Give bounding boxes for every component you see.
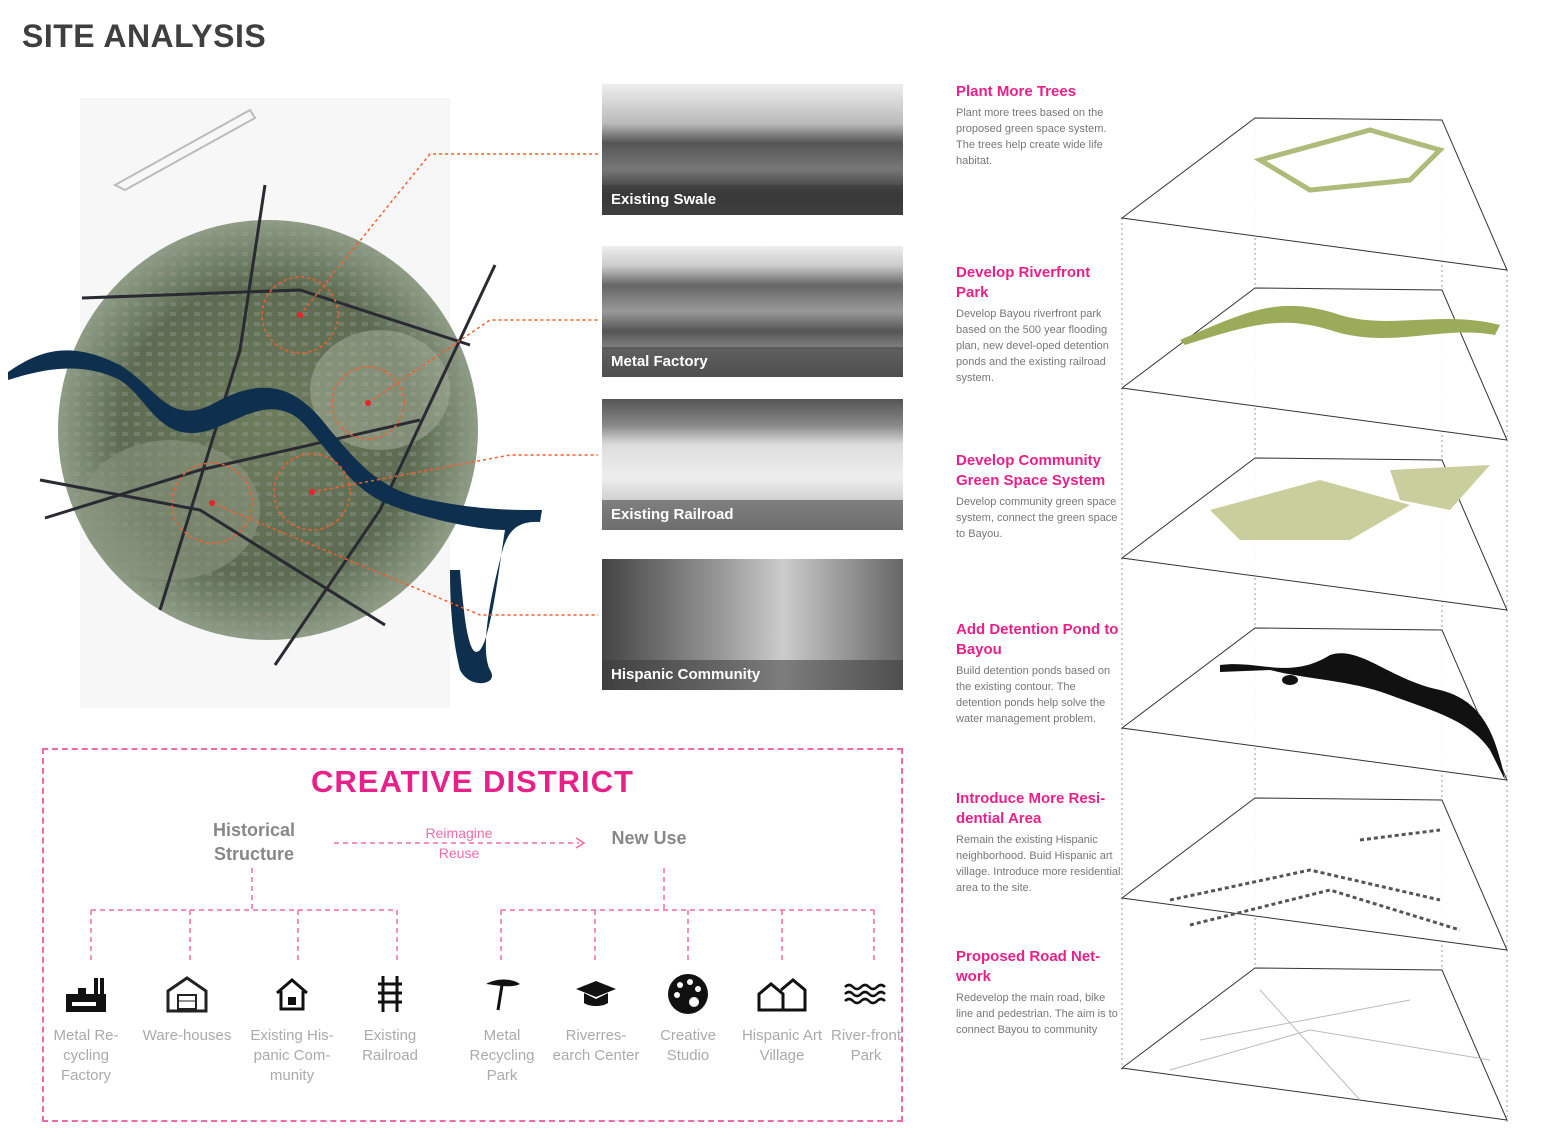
photo-existing-railroad: Existing Railroad <box>602 399 903 530</box>
tree-icon <box>457 970 547 1018</box>
warehouse-icon <box>142 970 232 1018</box>
creative-district-panel: CREATIVE DISTRICT Historical Structure N… <box>42 748 903 1122</box>
site-map <box>8 98 598 708</box>
layer-plane <box>1120 627 1508 781</box>
photo-metal-factory: Metal Factory <box>602 246 903 377</box>
photo-caption: Existing Swale <box>602 185 903 215</box>
step-body: Build detention ponds based on the exist… <box>956 665 1111 725</box>
reuse-label: Reuse <box>438 845 480 861</box>
layer-roads <box>1169 989 1491 1101</box>
item-metal-recycling-factory: Metal Re-cycling Factory <box>41 970 131 1086</box>
item-hispanic-community: Existing His-panic Com-munity <box>247 970 337 1086</box>
photo-hispanic-community: Hispanic Community <box>602 559 903 690</box>
item-label: Riverres-earch Center <box>552 1027 640 1064</box>
item-creative-studio: Creative Studio <box>643 970 733 1066</box>
water-icon <box>821 970 911 1018</box>
item-riverfront-park: River-front Park <box>821 970 911 1066</box>
item-label: River-front Park <box>830 1027 901 1064</box>
item-label: Existing His-panic Com-munity <box>250 1027 334 1084</box>
new-use-heading: New Use <box>611 828 687 848</box>
photo-caption: Hispanic Community <box>602 660 903 690</box>
item-existing-railroad: Existing Railroad <box>345 970 435 1066</box>
step-body: Plant more trees based on the proposed g… <box>956 107 1107 167</box>
item-metal-recycling-park: Metal Recycling Park <box>457 970 547 1086</box>
layer-riverfront <box>1180 305 1500 345</box>
step-body: Remain the existing Hispanic neighborhoo… <box>956 834 1121 894</box>
layer-residential <box>1169 828 1461 932</box>
item-label: Ware-houses <box>142 1027 232 1044</box>
reimagine-label: Reimagine <box>425 825 493 841</box>
item-river-research-center: Riverres-earch Center <box>551 970 641 1066</box>
layer-green-space <box>1210 465 1490 540</box>
district-title: CREATIVE DISTRICT <box>311 764 634 799</box>
step-heading: Plant More Trees <box>956 83 1077 100</box>
palette-icon <box>643 970 733 1018</box>
step-heading: Develop Community Green Space System <box>956 452 1106 489</box>
layer-detention-pond <box>1220 653 1505 780</box>
factory-icon <box>41 970 131 1018</box>
item-hispanic-art-village: Hispanic Art Village <box>737 970 827 1066</box>
contour-line <box>112 108 257 192</box>
step-body: Develop community green space system, co… <box>956 496 1118 540</box>
layer-stack-diagram <box>1120 117 1508 1122</box>
railroad-icon <box>345 970 435 1018</box>
road-network <box>39 184 497 666</box>
bayou-river <box>8 350 542 684</box>
layer-plane <box>1120 117 1508 271</box>
step-heading: Introduce More Resi-dential Area <box>956 790 1106 827</box>
graduation-cap-icon <box>551 970 641 1018</box>
item-label: Hispanic Art Village <box>741 1027 823 1064</box>
site-callouts <box>171 153 598 616</box>
layer-plane <box>1120 797 1508 951</box>
item-label: Metal Re-cycling Factory <box>53 1027 119 1084</box>
page-title: SITE ANALYSIS <box>22 18 267 54</box>
historical-structure-heading: Historical Structure <box>212 820 296 864</box>
item-label: Metal Recycling Park <box>469 1027 535 1084</box>
photo-existing-swale: Existing Swale <box>602 84 903 215</box>
step-body: Develop Bayou riverfront park based on t… <box>956 308 1109 384</box>
item-label: Existing Railroad <box>362 1027 418 1064</box>
step-heading: Develop Riverfront Park <box>956 264 1091 301</box>
photo-caption: Existing Railroad <box>602 500 903 530</box>
step-body: Redevelop the main road, bike line and p… <box>956 992 1118 1036</box>
district-connectors <box>90 837 875 960</box>
house-icon <box>247 970 337 1018</box>
layer-trees <box>1253 127 1445 193</box>
item-label: Creative Studio <box>660 1027 716 1064</box>
layer-plane <box>1120 967 1508 1121</box>
item-warehouses: Ware-houses <box>142 970 232 1046</box>
step-heading: Add Detention Pond to Bayou <box>956 621 1119 658</box>
step-heading: Proposed Road Net-work <box>956 948 1101 985</box>
village-icon <box>737 970 827 1018</box>
photo-caption: Metal Factory <box>602 347 903 377</box>
